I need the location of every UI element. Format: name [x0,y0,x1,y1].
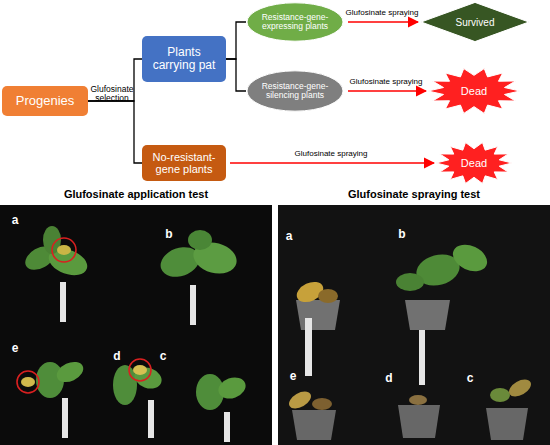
category-ellipse: Resistance-gene-expressing plants [246,2,344,42]
photo-background [0,205,272,445]
process-box: No-resistant-gene plants [142,145,226,181]
panel-title: Glufosinate spraying test [298,188,530,200]
process-box: Plants carrying pat [142,36,226,82]
plant-c-left [196,374,249,442]
photo-background [278,205,550,445]
node-text: Resistance-gene-silencing plants [258,82,332,101]
node-text: Progenies [16,94,75,108]
spray-arrow [348,21,418,23]
outcome-diamond: Survived [420,2,530,42]
split-bracket [226,59,246,91]
process-box: Progenies [2,86,88,116]
plant-c-right [486,376,534,440]
plant-letter: b [395,228,409,241]
split-bracket [226,22,246,59]
plant-e-left [17,358,86,438]
edge-label: Glufosinate spraying [350,78,423,87]
plant-letter: e [286,370,300,383]
node-text: Resistance-gene-expressing plants [258,13,332,32]
node-text: Survived [456,17,495,28]
panel-title: Glufosinate application test [20,188,252,200]
spray-arrow [348,90,426,92]
category-ellipse: Resistance-gene-silencing plants [246,70,344,112]
plant-letter: c [463,372,477,385]
plant-b-right [396,240,491,385]
plant-a-left [21,226,91,322]
plant-letter: a [282,230,296,243]
edge-label: Glufosinate spraying [295,150,368,159]
plant-letter: e [8,342,22,355]
node-text: No-resistant-gene plants [146,151,222,175]
plant-a-right [294,278,340,376]
plant-letter: d [382,372,396,385]
edge-label: Glufosinate spraying [346,9,419,18]
plant-letter: d [110,350,124,363]
split-bracket [88,101,142,163]
plant-d-left [113,359,165,438]
node-text: Dead [461,157,487,169]
node-text: Plants carrying pat [146,46,222,72]
node-text: Dead [461,85,487,97]
plant-e-right [286,388,336,440]
plant-letter: b [162,228,176,241]
plant-letter: c [156,350,170,363]
spray-arrow [230,162,434,164]
plant-b-left [156,230,240,325]
outcome-burst: Dead [428,68,520,114]
outcome-burst: Dead [436,142,512,184]
plant-d-right [398,395,440,438]
plant-letter: a [8,214,22,227]
edge-label: Glufosinate selection [89,85,135,104]
